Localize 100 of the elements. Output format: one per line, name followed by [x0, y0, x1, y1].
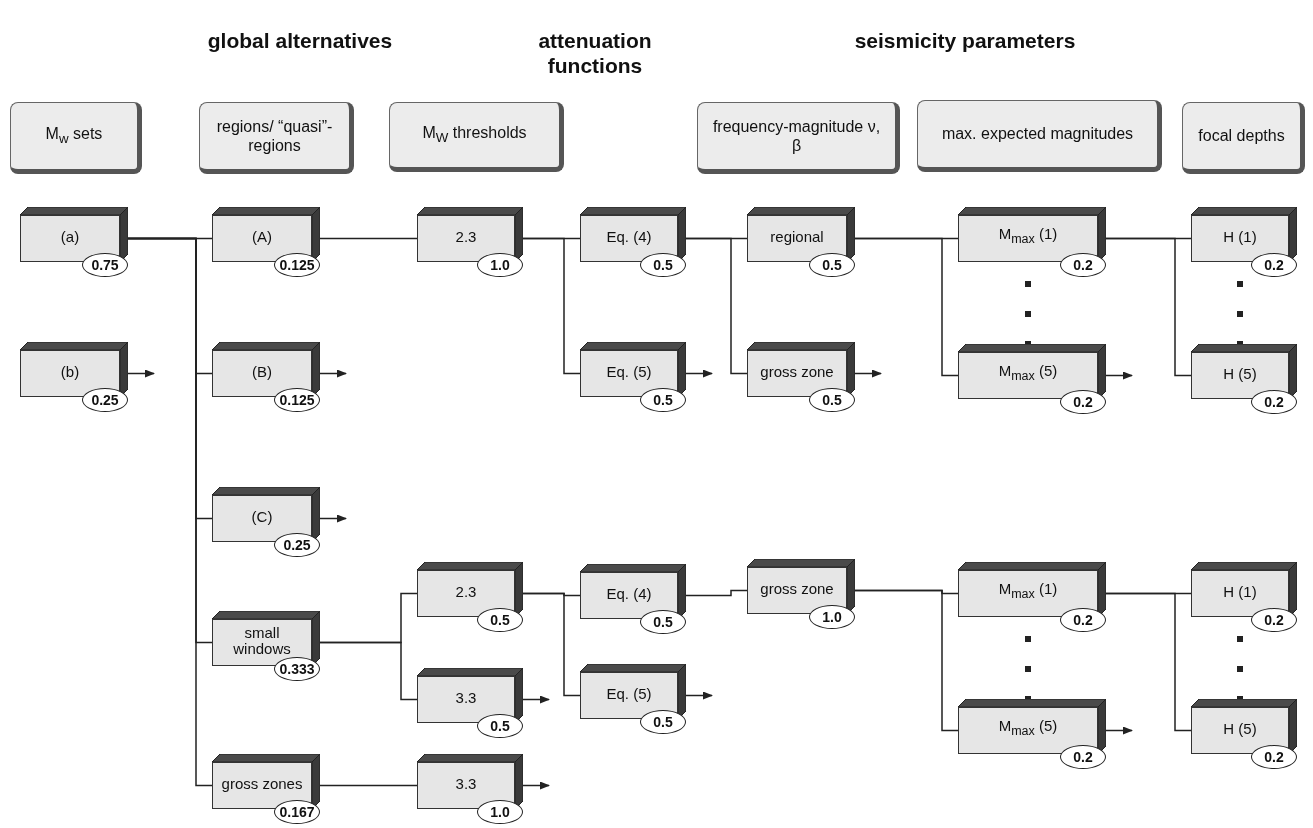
arrow [1105, 371, 1133, 380]
branch-box [580, 564, 686, 633]
branch-box [747, 342, 855, 411]
branch-box [1191, 562, 1297, 631]
branch-label: Eq. (4) [606, 585, 652, 602]
arrow [1105, 726, 1133, 735]
weight-oval: 0.5 [640, 710, 686, 734]
branch-box [958, 344, 1106, 413]
branch-label: H (5) [1223, 365, 1257, 382]
branch-label: H (1) [1223, 228, 1257, 245]
arrow [522, 695, 550, 704]
connector-line [319, 237, 418, 240]
weight-oval: 0.2 [1060, 745, 1106, 769]
branch-label: regional [770, 228, 824, 245]
branch-label: M$_{max}$ (1) [998, 226, 1058, 247]
category-header-box: regions/ “quasi”-regions [199, 102, 354, 174]
category-header-box: max. expected magnitudes [917, 100, 1162, 172]
weight-oval: 0.2 [1251, 745, 1297, 769]
weight-oval: 0.5 [809, 253, 855, 277]
branch-label: gross zone [760, 363, 834, 380]
weight-oval: 0.2 [1060, 608, 1106, 632]
branch-label: H (5) [1223, 720, 1257, 737]
connector-line [127, 237, 213, 787]
branch-label: (b) [60, 363, 80, 380]
branch-box [417, 562, 523, 631]
weight-oval: 0.167 [274, 800, 320, 824]
branch-label: H (1) [1223, 583, 1257, 600]
weight-oval: 0.5 [640, 610, 686, 634]
branch-label: (a) [60, 228, 80, 245]
branch-label: Eq. (4) [606, 228, 652, 245]
connector-line [685, 589, 748, 597]
branch-box [417, 668, 523, 737]
weight-oval: 0.5 [477, 714, 523, 738]
branch-label: (C) [251, 508, 273, 525]
branch-box [1191, 699, 1297, 768]
connector-line [319, 784, 418, 787]
branch-box [20, 342, 128, 411]
connector-line [319, 641, 418, 701]
branch-label: 3.3 [455, 689, 477, 706]
branch-box [417, 754, 523, 823]
branch-box [417, 207, 523, 276]
connector-line [854, 237, 959, 377]
arrow [127, 369, 155, 378]
weight-oval: 0.333 [274, 657, 320, 681]
branch-label: gross zones [221, 775, 303, 792]
branch-box [212, 611, 320, 680]
branch-box [20, 207, 128, 276]
arrow [685, 691, 713, 700]
branch-label: (B) [252, 363, 272, 380]
branch-box [212, 207, 320, 276]
arrow [319, 369, 347, 378]
category-header-box: M$_{w}$ sets [10, 102, 142, 174]
arrow [854, 369, 882, 378]
branch-box [1191, 344, 1297, 413]
branch-label: M$_{max}$ (5) [998, 718, 1058, 739]
weight-oval: 0.2 [1251, 608, 1297, 632]
branch-box [747, 559, 855, 628]
branch-box [958, 699, 1106, 768]
weight-oval: 0.5 [809, 388, 855, 412]
branch-label: M$_{max}$ (5) [998, 363, 1058, 384]
branch-label: 2.3 [455, 583, 477, 600]
weight-oval: 0.2 [1251, 253, 1297, 277]
branch-label: 2.3 [455, 228, 477, 245]
connector-line [522, 237, 581, 375]
branch-box [212, 754, 320, 823]
weight-oval: 1.0 [477, 800, 523, 824]
weight-oval: 1.0 [477, 253, 523, 277]
category-header-box: frequency-magnitude ν, β [697, 102, 900, 174]
connector-line [522, 592, 581, 697]
branch-label: small windows [232, 624, 292, 657]
branch-box [580, 342, 686, 411]
connector-line [854, 589, 959, 732]
branch-box [212, 487, 320, 556]
weight-oval: 0.25 [82, 388, 128, 412]
weight-oval: 0.125 [274, 253, 320, 277]
branch-box [958, 562, 1106, 631]
arrow [685, 369, 713, 378]
branch-box [580, 664, 686, 733]
group-heading: seismicity parameters [853, 28, 1077, 54]
branch-label: gross zone [760, 580, 834, 597]
branch-box [1191, 207, 1297, 276]
category-header-box: M$_{W}$ thresholds [389, 102, 564, 172]
weight-oval: 0.5 [640, 253, 686, 277]
weight-oval: 0.5 [640, 388, 686, 412]
weight-oval: 1.0 [809, 605, 855, 629]
weight-oval: 0.2 [1060, 253, 1106, 277]
branch-label: M$_{max}$ (1) [998, 581, 1058, 602]
branch-label: Eq. (5) [606, 685, 652, 702]
branch-label: (A) [252, 228, 272, 245]
group-heading: attenuation functions [537, 28, 653, 79]
weight-oval: 0.5 [477, 608, 523, 632]
connector-line [1105, 592, 1192, 732]
branch-box [212, 342, 320, 411]
branch-box [580, 207, 686, 276]
arrow [319, 514, 347, 523]
branch-label: Eq. (5) [606, 363, 652, 380]
arrow [522, 781, 550, 790]
connector-line [685, 237, 748, 375]
branch-label: 3.3 [455, 775, 477, 792]
weight-oval: 0.25 [274, 533, 320, 557]
